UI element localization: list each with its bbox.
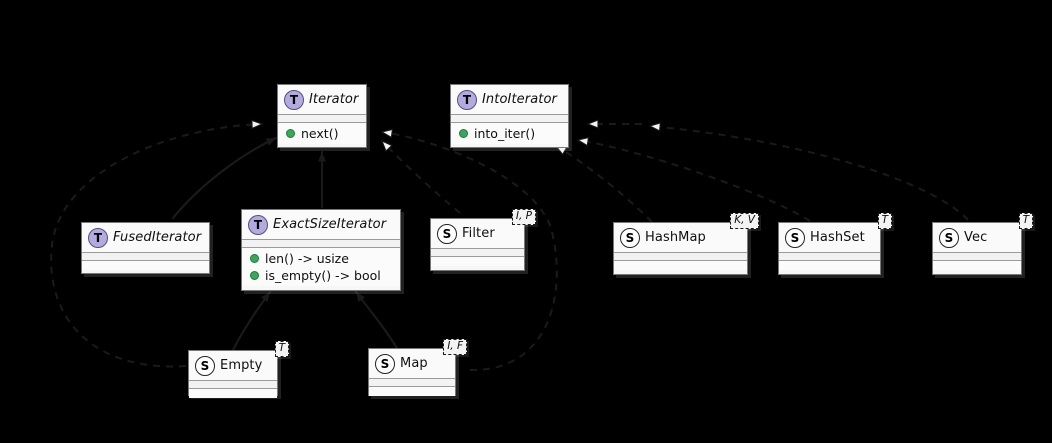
- node-title: HashMap: [645, 230, 706, 245]
- struct-badge-icon: S: [375, 353, 395, 374]
- struct-badge-icon: S: [785, 227, 805, 248]
- empty-member-line: [431, 257, 524, 266]
- edge-map-exactsizeiterator: [354, 290, 400, 352]
- struct-badge-icon: S: [620, 227, 640, 248]
- node-empty[interactable]: T S Empty: [188, 341, 289, 398]
- node-title: ExactSizeIterator: [273, 217, 387, 232]
- edge-empty-iterator: [50, 119, 264, 368]
- member-label: next(): [301, 126, 339, 141]
- node-into-iterator[interactable]: T IntoIterator into_iter(): [450, 84, 569, 148]
- node-members: [369, 387, 455, 396]
- struct-badge-icon: S: [939, 227, 959, 248]
- trait-badge-icon: T: [248, 214, 268, 235]
- member-label: into_iter(): [474, 126, 536, 141]
- node-hashset[interactable]: T S HashSet: [778, 213, 892, 275]
- visibility-dot-icon: [459, 129, 468, 138]
- node-separator: [451, 115, 568, 123]
- empty-member-line: [779, 261, 880, 270]
- node-members: into_iter(): [451, 123, 568, 144]
- template-params-hashmap: K, V: [730, 213, 759, 229]
- template-params-map: I, F: [443, 339, 467, 355]
- node-title: Filter: [462, 226, 495, 241]
- node-members: [614, 261, 747, 270]
- node-title: Iterator: [309, 92, 359, 107]
- node-separator: [933, 253, 1021, 261]
- node-separator: [369, 379, 455, 387]
- node-fused-iterator[interactable]: T FusedIterator: [81, 222, 210, 274]
- struct-badge-icon: S: [437, 223, 457, 244]
- template-params-empty: T: [274, 341, 289, 357]
- visibility-dot-icon: [250, 254, 259, 263]
- node-header: S Empty: [189, 351, 277, 381]
- node-title: Empty: [220, 358, 263, 373]
- node-members: [431, 257, 524, 266]
- member-row: next(): [278, 125, 366, 142]
- node-title: Vec: [964, 230, 988, 245]
- node-separator: [614, 253, 747, 261]
- node-separator: [242, 240, 400, 248]
- struct-badge-icon: S: [195, 355, 215, 376]
- node-vec[interactable]: T S Vec: [932, 213, 1033, 275]
- trait-badge-icon: T: [88, 227, 108, 248]
- node-header: T ExactSizeIterator: [242, 210, 400, 240]
- node-separator: [82, 253, 209, 261]
- node-members: [82, 261, 209, 270]
- node-separator: [189, 381, 277, 389]
- node-iterator[interactable]: T Iterator next(): [277, 84, 367, 148]
- edge-empty-exactsizeiterator: [230, 290, 272, 354]
- node-title: IntoIterator: [482, 92, 557, 107]
- edge-hashmap-intoiterator: [554, 145, 653, 223]
- node-header: S Vec: [933, 223, 1021, 253]
- node-title: HashSet: [810, 230, 865, 245]
- member-label: len() -> usize: [265, 251, 349, 266]
- node-header: S HashMap: [614, 223, 747, 253]
- edge-fusediterator-iterator: [171, 136, 278, 220]
- node-header: T IntoIterator: [451, 85, 568, 115]
- edge-vec-intoiterator: [648, 122, 969, 221]
- member-row: len() -> usize: [242, 250, 400, 267]
- empty-member-line: [189, 389, 277, 398]
- member-row: into_iter(): [451, 125, 568, 142]
- template-params-hashset: T: [877, 213, 892, 229]
- node-exact-size-iterator[interactable]: T ExactSizeIterator len() -> usize is_em…: [241, 209, 401, 291]
- node-header: S HashSet: [779, 223, 880, 253]
- node-map[interactable]: I, F S Map: [368, 339, 467, 396]
- empty-member-line: [614, 261, 747, 270]
- visibility-dot-icon: [250, 271, 259, 280]
- node-header: T FusedIterator: [82, 223, 209, 253]
- member-row: is_empty() -> bool: [242, 267, 400, 284]
- trait-badge-icon: T: [284, 89, 304, 110]
- node-header: T Iterator: [278, 85, 366, 115]
- template-params-filter: I, P: [511, 209, 536, 225]
- member-label: is_empty() -> bool: [265, 268, 381, 283]
- edge-map-iterator: [380, 128, 558, 372]
- node-filter[interactable]: I, P S Filter: [430, 209, 536, 271]
- node-members: len() -> usize is_empty() -> bool: [242, 248, 400, 286]
- node-separator: [431, 249, 524, 257]
- node-separator: [278, 115, 366, 123]
- node-members: [933, 261, 1021, 270]
- node-members: [779, 261, 880, 270]
- empty-member-line: [82, 261, 209, 270]
- node-hashmap[interactable]: K, V S HashMap: [613, 213, 759, 275]
- trait-badge-icon: T: [457, 89, 477, 110]
- visibility-dot-icon: [286, 129, 295, 138]
- template-params-vec: T: [1018, 213, 1033, 229]
- node-separator: [779, 253, 880, 261]
- node-title: Map: [400, 356, 428, 371]
- node-members: [189, 389, 277, 398]
- empty-member-line: [369, 387, 455, 396]
- node-members: next(): [278, 123, 366, 144]
- node-title: FusedIterator: [113, 230, 202, 245]
- empty-member-line: [933, 261, 1021, 270]
- edge-filter-iterator: [380, 139, 461, 214]
- edge-hashset-intoiterator: [576, 136, 811, 222]
- node-header: S Map: [369, 349, 455, 379]
- node-header: S Filter: [431, 219, 524, 249]
